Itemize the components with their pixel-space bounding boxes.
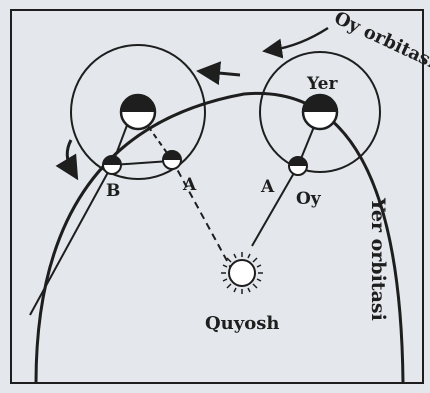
- point-a-right-label: A: [260, 177, 275, 197]
- earth-label: Yer: [306, 74, 338, 94]
- earth-left-icon: [119, 93, 157, 131]
- sunlight-ray-right: [251, 165, 299, 247]
- point-a-left-label: A: [182, 175, 197, 195]
- diagram-frame: [10, 9, 424, 384]
- moon-orbit-circle-left: [70, 44, 206, 180]
- moon-orbit-direction-arrow: [55, 139, 79, 181]
- point-b-label: B: [106, 181, 120, 201]
- sun-icon: [221, 252, 263, 294]
- sun-label: Quyosh: [205, 313, 279, 334]
- earth-orbit-arc: [34, 91, 405, 384]
- moon-a-right-icon: [288, 156, 308, 176]
- moon-a-left-icon: [162, 150, 182, 170]
- moon-b-icon: [102, 155, 122, 175]
- moon-label: Oy: [296, 189, 322, 209]
- moon-orbit-circle-right: [259, 51, 381, 173]
- earth-right-icon: [301, 93, 339, 131]
- moon-orbit-label-arrow: [262, 26, 329, 59]
- earth-motion-arrow: [196, 61, 241, 86]
- sunlight-ray-far-left: [29, 164, 113, 316]
- sunlight-dashed-ray-left: [171, 159, 233, 271]
- earth-orbit-label: Yer orbitasi: [367, 197, 389, 321]
